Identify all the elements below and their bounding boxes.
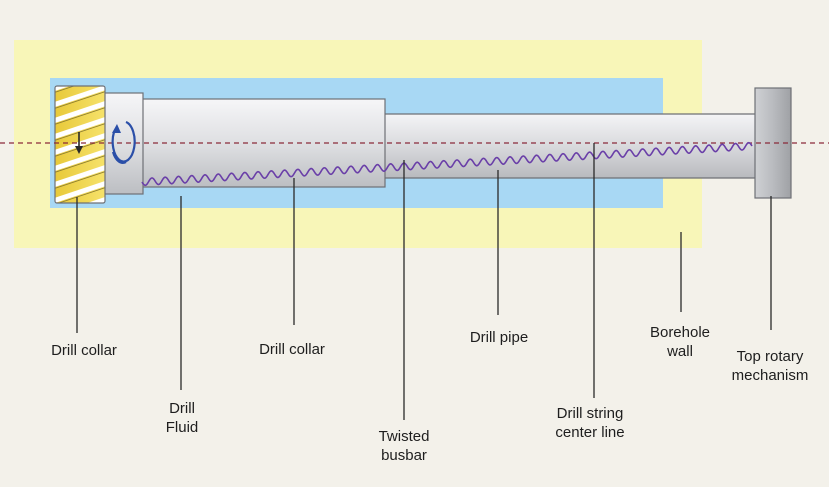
label-borehole-wall: Borehole wall (649, 324, 711, 360)
label-drill-pipe: Drill pipe (469, 329, 529, 346)
hatch-stripe (55, 131, 105, 157)
label-drill-collar-left: Drill collar (51, 342, 117, 359)
label-drill-fluid: Drill Fluid (165, 400, 199, 436)
label-twisted-busbar: Twisted busbar (378, 428, 430, 464)
down-arrow-icon (75, 132, 83, 154)
hatch-stripe-edge (55, 86, 105, 95)
hatch-stripe-edge (55, 121, 105, 143)
leader-lines (76, 143, 772, 420)
hatch-stripe (50, 22, 110, 42)
hatch-stripe (55, 147, 105, 173)
label-drill-string-center-line: Drill string center line (555, 405, 625, 441)
label-top-rotary-mechanism: Top rotary mechanism (731, 348, 809, 384)
hatch-stripe-edge (55, 169, 105, 191)
drill-bit-end (50, 22, 110, 204)
drill-pipe (382, 114, 760, 178)
label-drill-collar-mid: Drill collar (259, 341, 325, 358)
hatch-stripe (55, 86, 105, 93)
hatch-stripe (55, 115, 105, 141)
hatch-stripe (55, 99, 105, 125)
circular-arrow-icon (111, 120, 136, 164)
hatch-stripe (55, 179, 105, 203)
hatch-stripe (55, 163, 105, 189)
hatch-stripe-edge (55, 153, 105, 175)
hatch-stripe-edge (55, 105, 105, 127)
hatch-stripe (55, 195, 105, 203)
hatch-stripe-edge (55, 89, 105, 111)
twisted-busbar-wave (141, 141, 753, 187)
hatch-stripe (55, 86, 105, 109)
